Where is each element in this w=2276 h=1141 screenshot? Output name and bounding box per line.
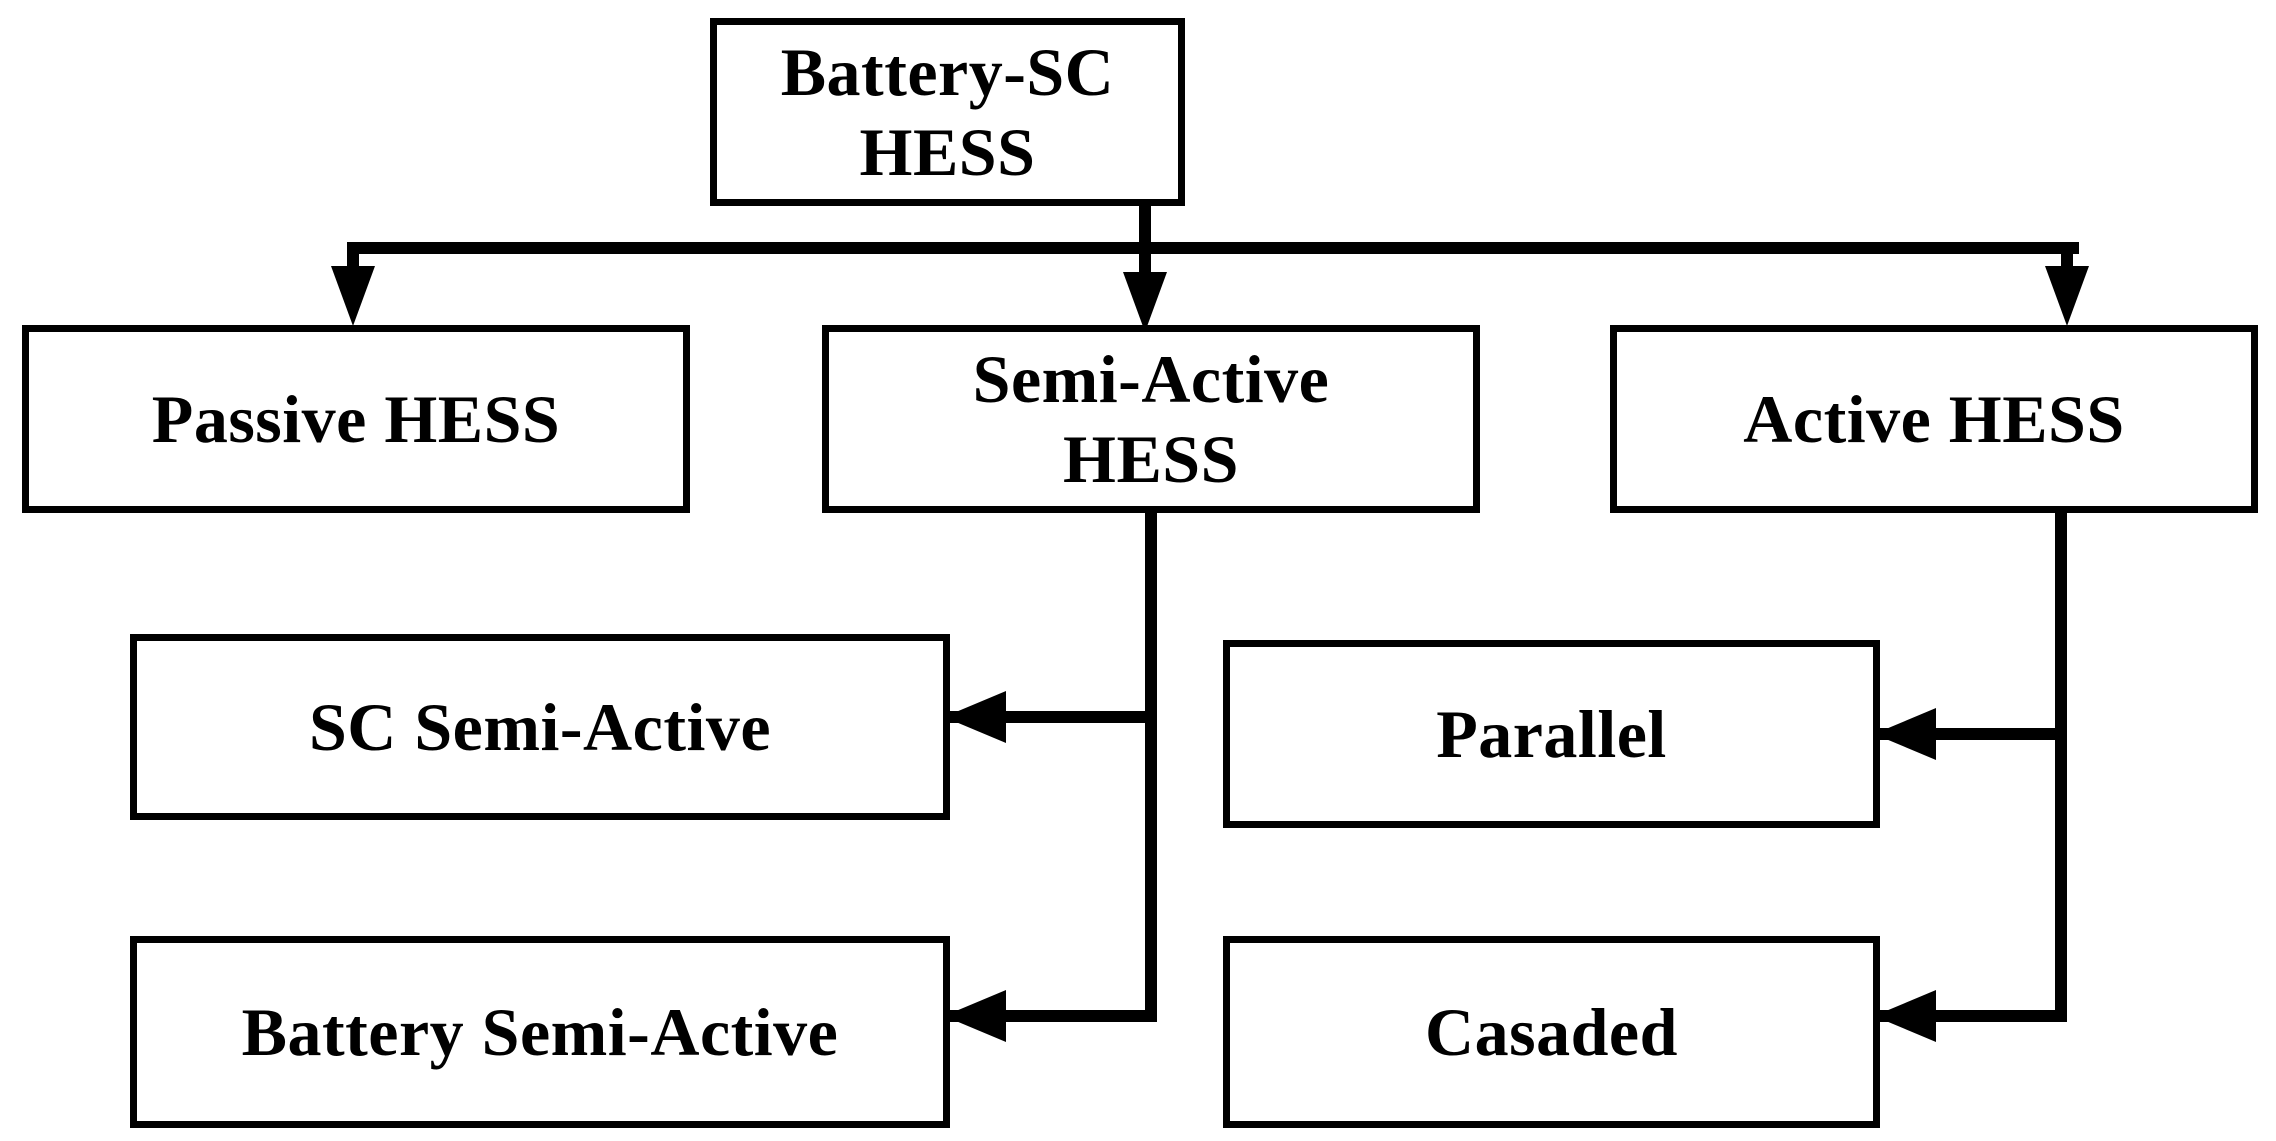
arrowhead-left-battery-semi-active-icon: [944, 990, 1006, 1042]
arrowhead-down-active-icon: [2045, 266, 2089, 326]
node-label-battery-semi-active: Battery Semi-Active: [241, 993, 839, 1070]
node-label-sc-semi-active: SC Semi-Active: [308, 688, 772, 765]
node-label-parallel: Parallel: [1436, 695, 1667, 772]
connector-active-stem: [2055, 506, 2067, 1022]
arrowhead-down-passive-icon: [331, 266, 375, 326]
arrowhead-left-casaded-icon: [1874, 990, 1936, 1042]
connector-stem-semi-active: [1139, 242, 1151, 278]
connector-stem-active: [2061, 242, 2073, 272]
node-label-active-hess: Active HESS: [1743, 380, 2125, 457]
connector-root-stem: [1139, 198, 1151, 254]
node-battery-semi-active[interactable]: Battery Semi-Active: [130, 936, 950, 1128]
node-label-passive-hess: Passive HESS: [151, 380, 561, 457]
node-label-casaded: Casaded: [1425, 993, 1678, 1070]
node-battery-sc-hess[interactable]: Battery-SC HESS: [710, 18, 1185, 206]
connector-root-bus: [347, 242, 2079, 254]
arrowhead-left-parallel-icon: [1874, 708, 1936, 760]
node-label-battery-sc-hess: Battery-SC HESS: [780, 33, 1115, 190]
node-sc-semi-active[interactable]: SC Semi-Active: [130, 634, 950, 820]
connector-stem-passive: [347, 242, 359, 272]
node-passive-hess[interactable]: Passive HESS: [22, 325, 690, 513]
node-casaded[interactable]: Casaded: [1223, 936, 1880, 1128]
node-active-hess[interactable]: Active HESS: [1610, 325, 2258, 513]
node-semi-active-hess[interactable]: Semi-Active HESS: [822, 325, 1480, 513]
connector-semi-active-stem: [1145, 506, 1157, 1022]
node-parallel[interactable]: Parallel: [1223, 640, 1880, 828]
node-label-semi-active-hess: Semi-Active HESS: [972, 340, 1330, 497]
arrowhead-left-sc-semi-active-icon: [944, 691, 1006, 743]
arrowhead-down-semi-active-icon: [1123, 272, 1167, 332]
